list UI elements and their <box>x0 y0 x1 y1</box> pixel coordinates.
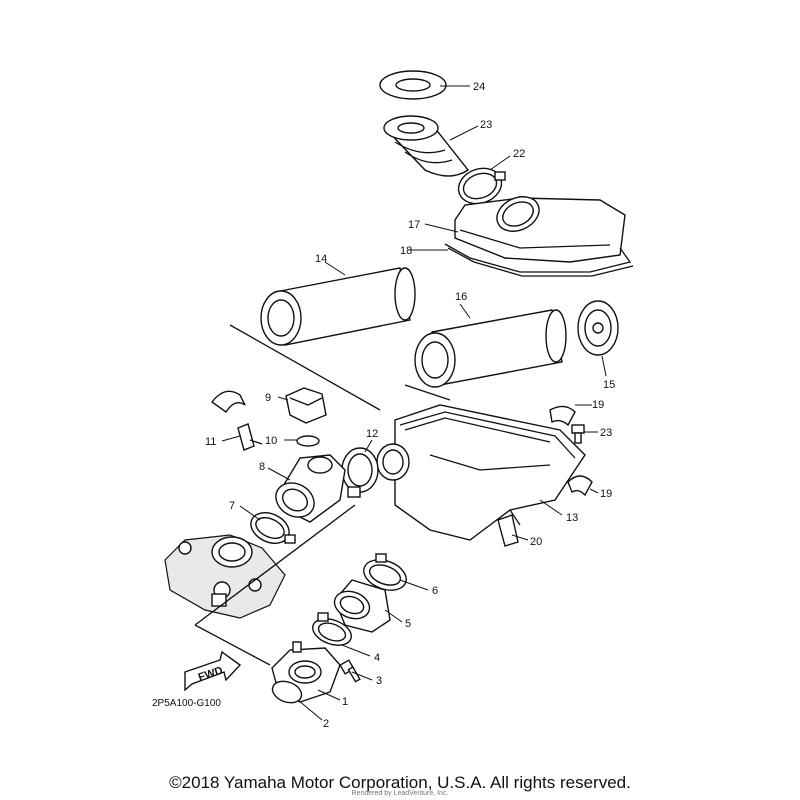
callout-2: 2 <box>323 718 329 730</box>
callout-19-upper: 19 <box>592 399 604 411</box>
callout-21: 22 <box>513 148 525 160</box>
callout-22: 23 <box>600 427 612 439</box>
callout-13: 13 <box>566 512 578 524</box>
assembly-line <box>229 324 381 411</box>
part-16-air-filter <box>414 309 567 388</box>
throttle-body <box>164 534 286 619</box>
callout-20: 20 <box>530 536 542 548</box>
rendered-by-text: Rendered by LeadVenture, Inc. <box>351 790 449 797</box>
callout-23: 23 <box>480 119 492 131</box>
part-23-duct <box>383 115 470 177</box>
part-9-cap <box>285 387 327 424</box>
callout-1: 1 <box>342 696 348 708</box>
leader-lines <box>221 85 607 721</box>
fwd-arrow: FWD <box>184 650 242 692</box>
part-2-o-ring <box>271 680 303 704</box>
callout-8: 8 <box>259 461 265 473</box>
callout-6: 6 <box>432 585 438 597</box>
callout-9: 9 <box>265 392 271 404</box>
assembly-outline <box>194 504 356 666</box>
copyright-text: ©2018 Yamaha Motor Corporation, U.S.A. A… <box>169 773 631 792</box>
assembly-line <box>404 384 451 401</box>
callout-18: 18 <box>400 245 412 257</box>
part-13-air-box <box>376 404 586 541</box>
part-8-joint <box>275 454 346 523</box>
callout-24: 24 <box>473 81 485 93</box>
part-11-hose <box>211 390 263 451</box>
part-17-cover <box>454 196 626 263</box>
part-10-o-ring <box>296 435 320 447</box>
part-24-ring <box>379 70 447 100</box>
callout-3: 3 <box>376 675 382 687</box>
part-20-drain <box>497 514 519 547</box>
part-14-air-filter <box>260 267 416 346</box>
part-12-clamp <box>341 447 379 498</box>
callout-12: 12 <box>366 428 378 440</box>
part-19-bracket <box>549 405 593 497</box>
callout-17: 17 <box>408 219 420 231</box>
callout-11: 11 <box>205 436 216 448</box>
callout-10: 10 <box>265 435 277 447</box>
callout-14: 14 <box>315 253 327 265</box>
callout-19-lower: 19 <box>600 488 612 500</box>
diagram-code: 2P5A100-G100 <box>152 698 221 709</box>
callout-15: 15 <box>603 379 615 391</box>
callout-4: 4 <box>374 652 380 664</box>
part-21-clamp <box>457 167 506 205</box>
callout-5: 5 <box>405 618 411 630</box>
part-6-clamp <box>363 553 407 591</box>
part-18-gasket <box>444 243 634 277</box>
callout-7: 7 <box>229 500 235 512</box>
part-22-bolt <box>571 424 585 444</box>
part-4-clamp <box>312 612 352 646</box>
part-15-filter-cap <box>577 300 619 356</box>
callout-16: 16 <box>455 291 467 303</box>
part-7-clamp <box>250 512 296 544</box>
part-3-bolt <box>339 659 361 683</box>
part-5-intake-joint <box>333 579 391 633</box>
